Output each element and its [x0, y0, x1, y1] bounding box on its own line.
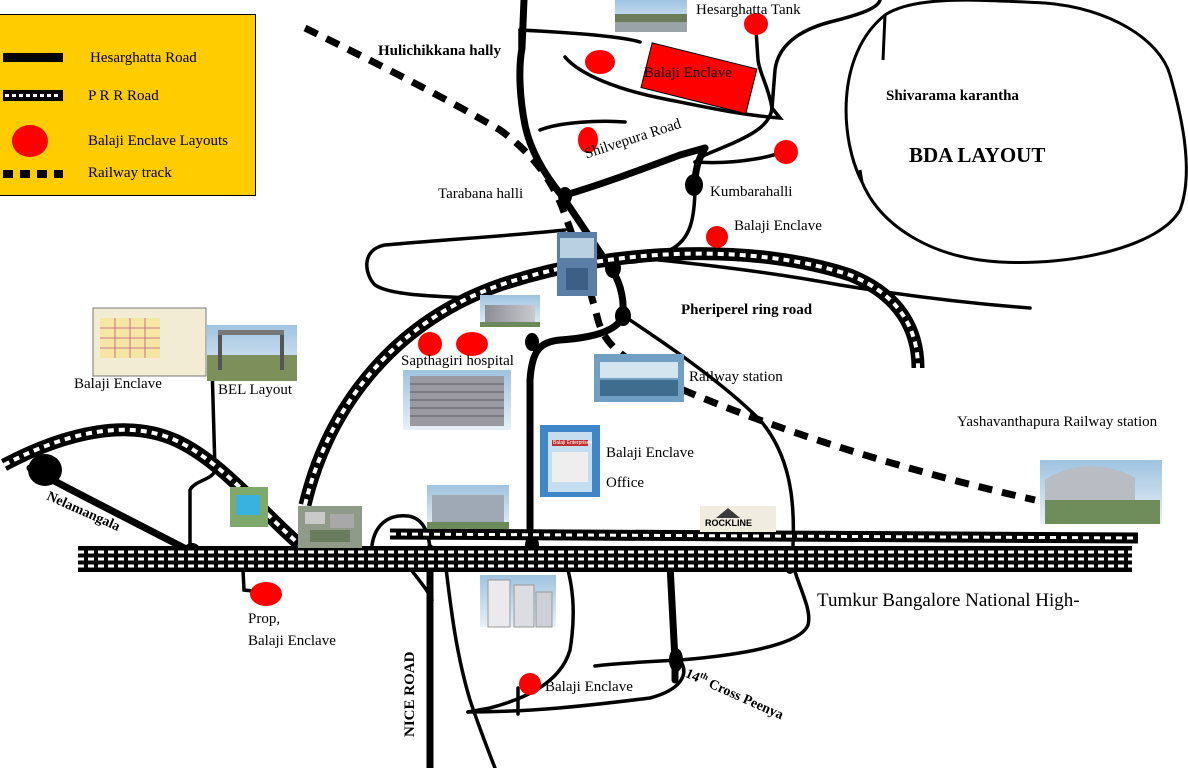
balaji-enclave-plot-top — [640, 42, 758, 115]
label-prop-line2: Balaji Enclave — [248, 633, 336, 649]
marker-prop — [250, 582, 282, 606]
nelamangala-junction — [28, 454, 62, 486]
railway-station-photo — [594, 354, 684, 402]
legend-row-hesarghatta: Hesarghatta Road — [0, 48, 255, 72]
marker-sapthagiri-2 — [456, 332, 488, 356]
marker-balaji-bottom — [519, 673, 541, 695]
label-prop-line1: Prop, — [248, 611, 281, 627]
marker-hesarghatta-tank — [744, 13, 768, 35]
label-balaji-left: Balaji Enclave — [74, 376, 162, 392]
label-office-line2: Office — [606, 475, 645, 491]
label-yashavanthapura: Yashavanthapura Railway station — [957, 414, 1158, 430]
hesarghatta-tank-photo — [615, 0, 687, 32]
label-peripheral-ring-road: Pheriperel ring road — [681, 302, 813, 318]
legend-row-railway: Railway track — [0, 163, 255, 187]
pool-photo — [230, 487, 268, 527]
label-hesarghatta-tank: Hesarghatta Tank — [696, 2, 801, 18]
peripheral-ring-road — [0, 247, 1139, 550]
label-tumkur-highway: Tumkur Bangalore National High- — [817, 590, 1080, 611]
balaji-enterprises-sign: Balaji Enterprises — [553, 440, 592, 446]
label-bel-layout: BEL Layout — [218, 382, 293, 398]
label-nice-road: NICE ROAD — [402, 651, 418, 737]
legend-prr-symbol — [3, 90, 63, 101]
yashavanthapura-photo — [1040, 460, 1162, 524]
label-balaji-mid: Balaji Enclave — [734, 218, 822, 234]
balaji-left-plan-photo — [92, 307, 207, 377]
bda-layout-boundary — [844, 0, 1188, 264]
tarabana-photo — [557, 232, 597, 296]
railway-track — [303, 24, 1036, 504]
label-sapthagiri: Sapthagiri hospital — [401, 353, 514, 369]
marker-shilvepura — [578, 127, 598, 153]
label-office-line1: Balaji Enclave — [606, 445, 694, 461]
legend-row-layouts: Balaji Enclave Layouts — [0, 125, 255, 157]
aerial-photo — [298, 506, 362, 548]
balaji-office-photo — [540, 425, 600, 497]
sapthagiri-hospital-photo — [403, 370, 511, 430]
legend-row-prr: P R R Road — [0, 86, 255, 110]
label-kumbarahalli: Kumbarahalli — [710, 184, 793, 200]
label-hulichikkana: Hulichikkana hally — [378, 43, 501, 59]
legend-prr-label: P R R Road — [88, 88, 159, 104]
rockline-text: ROCKLINE — [705, 518, 752, 528]
marker-sapthagiri-1 — [418, 332, 442, 356]
bel-layout-photo — [207, 325, 297, 381]
label-shivarama: Shivarama karantha — [886, 88, 1019, 104]
legend-railway-symbol — [3, 170, 63, 178]
map-legend: Hesarghatta Road P R R Road Balaji Encla… — [0, 14, 256, 196]
marker-balaji-mid — [706, 226, 728, 248]
tower-photo — [480, 575, 556, 628]
legend-layouts-label: Balaji Enclave Layouts — [88, 133, 228, 149]
label-balaji-top: Balaji Enclave — [644, 65, 732, 81]
building-photo-nice — [427, 485, 509, 529]
legend-layout-dot — [12, 125, 48, 157]
marker-hulichikkana — [585, 50, 615, 74]
legend-railway-label: Railway track — [88, 165, 172, 181]
label-balaji-bottom: Balaji Enclave — [545, 679, 633, 695]
legend-hesarghatta-symbol — [3, 53, 63, 62]
rockline-logo — [700, 506, 776, 532]
label-bda-layout: BDA LAYOUT — [909, 143, 1046, 167]
label-railway-station: Railway station — [689, 369, 783, 385]
national-highway — [78, 546, 1132, 572]
building-photo-top — [480, 295, 540, 327]
label-tarabana: Tarabana halli — [438, 186, 524, 202]
marker-kumbarahalli — [774, 140, 798, 164]
legend-hesarghatta-label: Hesarghatta Road — [90, 50, 197, 66]
